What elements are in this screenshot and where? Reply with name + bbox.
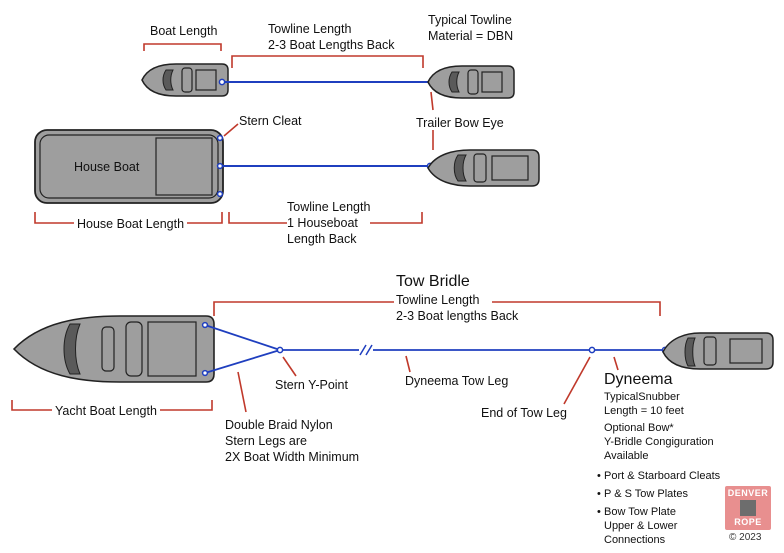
label-bridle-towline: Towline Length 2-3 Boat lengths Back [396, 292, 518, 324]
stern-leg-bottom [204, 349, 281, 374]
label-top-towline-line1: Towline Length [268, 22, 352, 36]
logo-line1: DENVER [727, 488, 769, 498]
houseboat-cleat-bottom [216, 190, 224, 198]
label-houseboat-towline-line3: Length Back [287, 232, 357, 246]
logo-line2: ROPE [734, 517, 762, 527]
houseboat-cleat-mid [216, 162, 224, 170]
label-dyneema-tow-leg: Dyneema Tow Leg [405, 374, 509, 388]
label-snubber: TypicalSnubber Length = 10 feet [604, 390, 684, 418]
bullet-bow-tow-plate-line3: Connections [604, 534, 666, 546]
label-house-boat: House Boat [74, 160, 140, 174]
label-stern-cleat: Stern Cleat [239, 114, 302, 128]
label-tow-bridle: Tow Bridle [396, 273, 470, 290]
bullet-bow-tow-plate: Bow Tow Plate Upper & Lower Connections [597, 505, 678, 547]
houseboat [34, 129, 224, 204]
label-nylon-line1: Double Braid Nylon [225, 418, 333, 432]
label-houseboat-towline: Towline Length 1 Houseboat Length Back [287, 199, 371, 247]
label-bridle-towline-line2: 2-3 Boat lengths Back [396, 309, 519, 323]
label-nylon-line3: 2X Boat Width Minimum [225, 450, 360, 464]
trailer-bow-eye-pointer [430, 91, 434, 111]
label-houseboat-towline-line2: 1 Houseboat [287, 215, 371, 231]
stern-y-point-pointer [282, 356, 297, 377]
label-snubber-line1: TypicalSnubber [604, 391, 680, 403]
dyneema-tow-leg-pointer [405, 355, 411, 373]
towing-boat-bridle [662, 332, 774, 370]
yacht-cleat-bottom [201, 369, 209, 377]
label-house-boat-length: House Boat Length [74, 216, 188, 232]
logo-square [740, 500, 756, 516]
label-yacht-boat-length: Yacht Boat Length [52, 403, 160, 419]
nylon-legs-pointer [237, 371, 247, 413]
stern-leg-top [204, 324, 281, 351]
houseboat-cleat-top [216, 134, 224, 142]
label-optional-line3: Available [604, 450, 649, 462]
label-stern-y-point: Stern Y-Point [275, 378, 348, 392]
label-optional-line2: Y-Bridle Congiguration [604, 436, 714, 448]
label-boat-length: Boat Length [150, 24, 218, 38]
label-top-towline-line2: 2-3 Boat Lengths Back [268, 38, 395, 52]
stern-y-point-ring [276, 346, 284, 354]
stern-cleat-pointer [223, 123, 239, 137]
towing-boat-houseboat [427, 149, 540, 187]
stern-cleat-top [218, 78, 226, 86]
label-trailer-bow-eye: Trailer Bow Eye [416, 116, 504, 130]
towed-boat-top [427, 65, 515, 99]
label-end-of-tow-leg: End of Tow Leg [481, 406, 567, 420]
top-boat-length-bracket [143, 43, 222, 51]
label-optional-bridle: Optional Bow* Y-Bridle Congiguration Ava… [604, 421, 714, 463]
towing-boat-top [141, 63, 229, 97]
label-houseboat-towline-line1: Towline Length [287, 200, 371, 214]
dyneema-snubber-pointer [613, 356, 619, 371]
end-of-tow-leg-ring [588, 346, 596, 354]
copyright: © 2023 [729, 532, 762, 543]
bullet-tow-plates: P & S Tow Plates [597, 487, 688, 501]
bullet-port-starboard-cleats: Port & Starboard Cleats [597, 469, 720, 483]
top-towline-bracket [231, 55, 424, 68]
label-material-line1: Typical Towline [428, 13, 512, 27]
end-of-tow-leg-pointer [563, 356, 591, 405]
label-snubber-line2: Length = 10 feet [604, 405, 684, 417]
yacht-cleat-top [201, 321, 209, 329]
label-material-line2: Material = DBN [428, 29, 514, 43]
label-optional-line1: Optional Bow* [604, 422, 674, 434]
label-top-towline: Towline Length 2-3 Boat Lengths Back [268, 21, 394, 53]
label-bridle-towline-line1: Towline Length [396, 293, 480, 307]
bridle-towline-bracket [213, 301, 661, 316]
bullet-bow-tow-plate-line2: Upper & Lower [604, 520, 678, 532]
yacht [12, 315, 215, 383]
denver-rope-logo: DENVER ROPE [725, 486, 771, 530]
bullet-bow-tow-plate-line1: Bow Tow Plate [604, 506, 676, 518]
line-break-mark [359, 343, 373, 357]
label-towline-material: Typical Towline Material = DBN [428, 12, 513, 44]
label-nylon-stern-legs: Double Braid Nylon Stern Legs are 2X Boa… [225, 417, 359, 465]
label-dyneema-title: Dyneema [604, 371, 673, 388]
label-nylon-line2: Stern Legs are [225, 434, 307, 448]
